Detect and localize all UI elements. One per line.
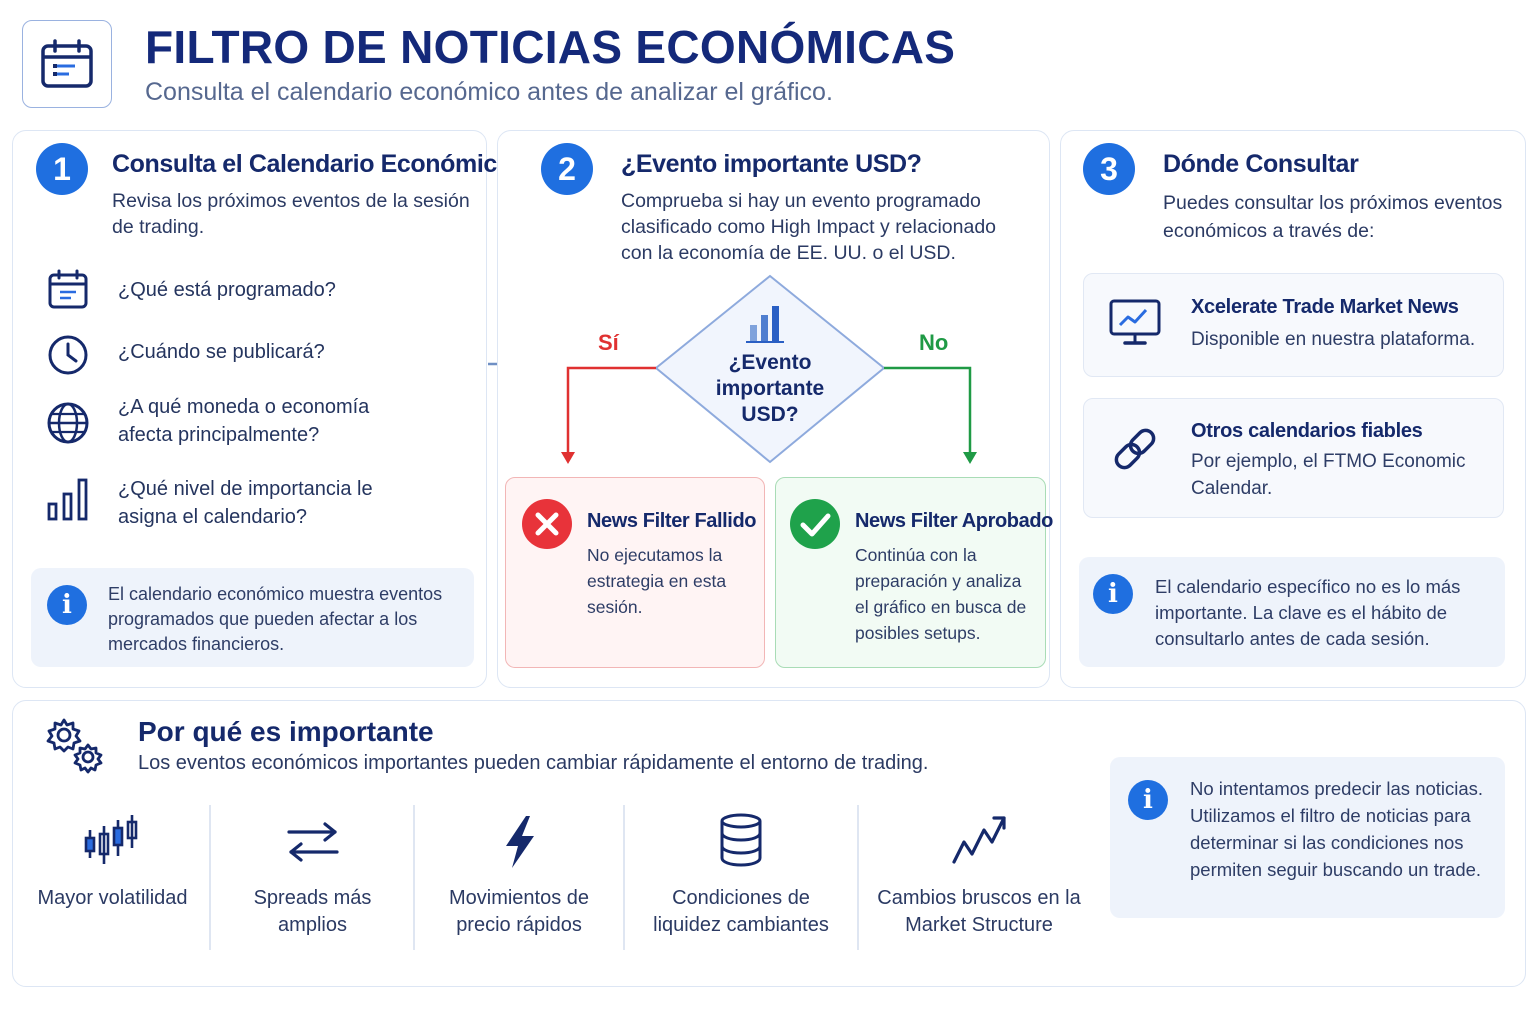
step3-info-box [1079,557,1505,667]
step3-info-text: El calendario específico no es lo más im… [1155,576,1461,649]
pass-text: Continúa con la preparación y analiza el… [855,545,1027,643]
info-icon: i [1093,574,1133,614]
x-circle-icon [522,499,572,549]
calendar-icon [41,39,93,88]
source-title-xcelerate: Xcelerate Trade Market News [1191,296,1459,318]
database-icon [720,813,762,867]
fail-title: News Filter Fallido [587,510,757,532]
swap-arrows-icon [287,822,339,862]
source-card-other [1083,398,1504,518]
source-text-other: Por ejemplo, el FTMO Economic Calendar. [1191,451,1466,499]
question-when: ¿Cuándo se publicará? [118,341,325,363]
why-info-text: No intentamos predecir las noticias. Uti… [1190,778,1484,880]
divider [209,805,211,950]
fail-text: No ejecutamos la estrategia en esta sesi… [587,545,727,617]
why-title: Por qué es importante [138,716,434,747]
gears-icon [46,718,103,774]
question-currency: ¿A qué moneda o economía afecta principa… [118,396,370,446]
link-icon [1114,428,1156,470]
fail-result-box [505,477,765,668]
no-label: No [919,330,949,355]
pass-title: News Filter Aprobado [855,510,1053,532]
decision-text: ¿Evento importante USD? [715,351,825,426]
header-logo [22,20,112,108]
question-importance: ¿Qué nivel de importancia le asigna el c… [118,478,373,528]
lightning-icon [506,816,534,868]
decision-flow [561,274,977,464]
page-title: FILTRO DE NOTICIAS ECONÓMICAS [145,21,956,73]
step1-info-box [31,568,474,667]
question-scheduled: ¿Qué está programado? [118,279,336,301]
why-info-box [1110,757,1505,918]
page-subtitle: Consulta el calendario económico antes d… [145,78,833,106]
source-title-other: Otros calendarios fiables [1191,420,1423,442]
impact-spreads: Spreads más amplios [253,887,372,936]
source-card-xcelerate [1083,273,1504,377]
impact-volatility: Mayor volatilidad [37,887,188,909]
trend-zigzag-icon [952,816,1006,864]
candlestick-icon [84,815,138,864]
source-text-xcelerate: Disponible en nuestra plataforma. [1191,329,1476,350]
step3-title: Dónde Consultar [1163,150,1359,178]
step1-description: Revisa los próximos eventos de la sesión… [112,190,470,238]
divider [623,805,625,950]
impact-liquidity: Condiciones de liquidez cambiantes [653,887,829,936]
divider [857,805,859,950]
calendar-icon [48,269,88,309]
step1-info-text: El calendario económico muestra eventos … [108,584,443,654]
step1-number: 1 [36,143,88,195]
info-icon: i [47,585,87,625]
step2-number: 2 [541,143,593,195]
step3-description: Puedes consultar los próximos eventos ec… [1163,192,1503,242]
divider [413,805,415,950]
clock-icon [48,335,88,375]
why-subtitle: Los eventos económicos importantes puede… [138,752,929,774]
bar-chart-icon [47,478,88,521]
check-circle-icon [790,499,840,549]
yes-label: Sí [598,330,619,355]
impact-price-moves: Movimientos de precio rápidos [448,887,590,936]
step3-number: 3 [1083,143,1135,195]
globe-icon [47,402,89,444]
bar-chart-icon [746,306,784,343]
impact-market-structure: Cambios bruscos en la Market Structure [877,887,1081,936]
monitor-chart-icon [1109,299,1161,345]
step2-description: Comprueba si hay un evento programado cl… [621,190,997,264]
step1-title: Consulta el Calendario Económico [112,150,512,178]
step2-title: ¿Evento importante USD? [621,150,922,178]
info-icon: i [1128,780,1168,820]
